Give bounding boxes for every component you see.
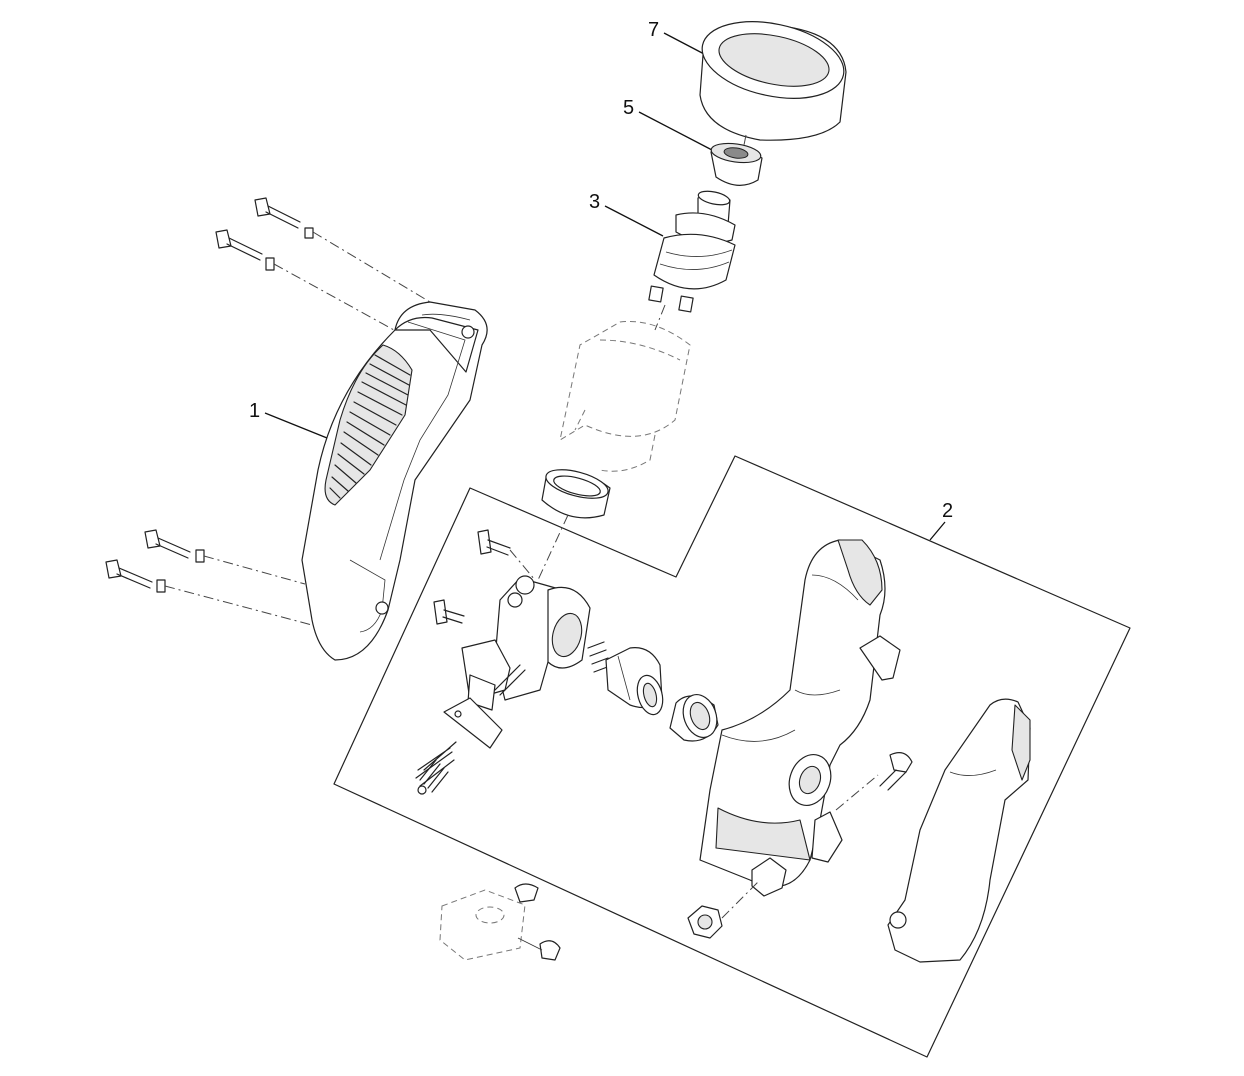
callout-2: 2 [929, 500, 953, 541]
switch-bracket [461, 575, 591, 711]
plunger [605, 647, 664, 716]
hex-nut [687, 879, 761, 939]
switch [648, 190, 736, 331]
callout-7: 7 [648, 19, 707, 56]
grip-ribs [329, 354, 411, 499]
springs [415, 641, 611, 795]
pins [433, 529, 536, 625]
bushing [710, 134, 763, 186]
ring [537, 469, 611, 581]
ghost-sleeve [559, 320, 691, 472]
callout-label-1: 1 [249, 400, 260, 422]
screw-set-lower [105, 529, 313, 626]
callout-3: 3 [589, 191, 664, 237]
callout-label-5: 5 [623, 97, 634, 119]
knob [699, 21, 847, 141]
sleeve-nut [669, 694, 719, 742]
stop-block [439, 883, 561, 961]
base-plate [443, 697, 503, 749]
lever [887, 698, 1031, 963]
callout-label-3: 3 [589, 191, 600, 213]
handle-screw [879, 752, 913, 791]
assembly-boundary [333, 455, 1131, 1058]
callout-label-2: 2 [942, 500, 953, 522]
callout-1: 1 [249, 400, 333, 441]
grip-cover [301, 301, 488, 661]
callout-5: 5 [623, 97, 713, 151]
handle-body [699, 539, 901, 897]
screw-set-upper [215, 197, 431, 331]
callout-label-7: 7 [648, 19, 659, 41]
